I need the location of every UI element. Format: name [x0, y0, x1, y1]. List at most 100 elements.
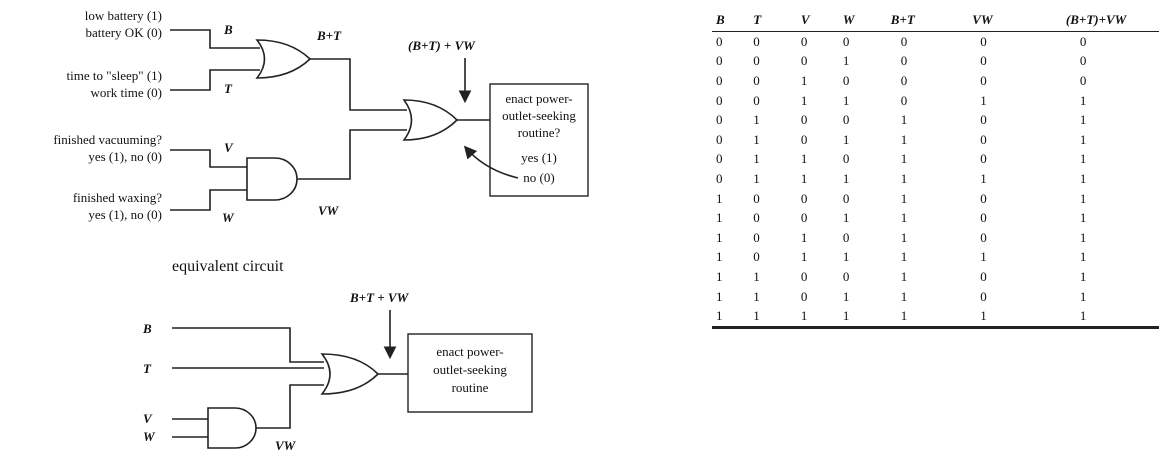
table-cell: 0 [753, 92, 760, 108]
table-cell: 1 [972, 306, 1066, 329]
table-cell: 0 [716, 53, 723, 69]
table-cell: 1 [753, 306, 801, 329]
header-v: V [800, 8, 843, 32]
table-cell: 0 [842, 33, 850, 49]
wire-b-plus-t [310, 58, 407, 111]
equivalent-circuit-title: equivalent circuit [172, 258, 284, 275]
table-cell: 1 [716, 210, 723, 226]
eq-output-box-line-1: enact power- [436, 344, 503, 359]
table-cell: 1 [900, 268, 908, 284]
table-cell: 1 [900, 288, 908, 304]
header-t: T [753, 8, 801, 32]
table-cell: 0 [1079, 53, 1087, 69]
table-cell: 0 [900, 92, 908, 108]
table-cell: 1 [842, 306, 891, 329]
and-gate-v-w [246, 157, 298, 201]
wire-t [170, 69, 260, 91]
b-plus-t-label: B+T [316, 28, 342, 43]
input-t-high-label: time to "sleep" (1) [67, 68, 162, 83]
table-cell: 0 [842, 268, 850, 284]
table-cell: 0 [900, 72, 908, 88]
table-cell: 0 [980, 210, 987, 226]
table-cell: 0 [800, 210, 808, 226]
table-cell: 1 [842, 249, 850, 265]
table-cell: 1 [712, 306, 754, 329]
eq-output-routine-box [407, 333, 533, 413]
table-cell: 1 [1079, 268, 1087, 284]
table-cell: 0 [980, 268, 987, 284]
table-cell: 1 [842, 92, 850, 108]
table-cell: 1 [800, 92, 808, 108]
var-w-label: W [222, 210, 235, 225]
eq-output-box-line-2: outlet-seeking [433, 362, 507, 377]
output-box-line-3: routine? [518, 125, 561, 140]
table-cell: 0 [716, 72, 723, 88]
output-box-line-1: enact power- [505, 91, 572, 106]
table-cell: 0 [800, 131, 808, 147]
table-cell: 0 [900, 53, 908, 69]
input-w-question-label: finished waxing? [73, 190, 162, 205]
table-cell: 0 [716, 151, 723, 167]
table-cell: 1 [753, 288, 760, 304]
table-cell: 0 [980, 33, 987, 49]
table-cell: 0 [753, 33, 760, 49]
table-cell: 1 [1079, 112, 1087, 128]
table-cell: 0 [842, 229, 850, 245]
table-cell: 1 [800, 249, 808, 265]
table-cell: 1 [900, 249, 908, 265]
table-cell: 0 [716, 170, 723, 186]
table-cell: 0 [753, 229, 760, 245]
table-cell: 1 [980, 170, 987, 186]
table-cell: 1 [800, 151, 808, 167]
eq-wire-vw [256, 384, 324, 429]
table-cell: 0 [716, 131, 723, 147]
input-v-question-label: finished vacuuming? [53, 132, 162, 147]
table-cell: 1 [842, 288, 850, 304]
table-cell: 1 [900, 229, 908, 245]
input-t-low-label: work time (0) [91, 85, 162, 100]
table-cell: 1 [1079, 151, 1087, 167]
table-cell: 1 [1079, 210, 1087, 226]
table-cell: 1 [1079, 288, 1087, 304]
table-cell: 0 [900, 33, 908, 49]
table-cell: 1 [900, 151, 908, 167]
table-cell: 1 [900, 170, 908, 186]
table-cell: 1 [753, 112, 760, 128]
table-cell: 1 [800, 170, 808, 186]
header-b-plus-t: B+T [890, 8, 973, 32]
wire-b [170, 29, 260, 49]
wire-vw [297, 129, 407, 180]
var-b-label: B [223, 22, 233, 37]
input-w-values-label: yes (1), no (0) [88, 207, 162, 222]
table-cell: 1 [1079, 190, 1087, 206]
table-cell: 1 [1079, 92, 1087, 108]
table-cell: 1 [800, 229, 808, 245]
output-box-line-2: outlet-seeking [502, 108, 576, 123]
eq-output-expression-label: B+T + VW [349, 290, 410, 305]
header-b: B [712, 8, 754, 32]
table-cell: 1 [716, 190, 723, 206]
wire-v [170, 149, 247, 168]
table-cell: 0 [753, 210, 760, 226]
table-cell: 1 [716, 249, 723, 265]
table-cell: 0 [1079, 33, 1087, 49]
table-cell: 1 [890, 306, 973, 329]
table-cell: 1 [716, 288, 723, 304]
output-box-line-5: no (0) [523, 170, 554, 185]
table-cell: 1 [1079, 170, 1087, 186]
table-cell: 0 [800, 53, 808, 69]
table-cell: 1 [716, 229, 723, 245]
table-cell: 0 [800, 33, 808, 49]
table-cell: 0 [753, 249, 760, 265]
table-cell: 1 [900, 190, 908, 206]
